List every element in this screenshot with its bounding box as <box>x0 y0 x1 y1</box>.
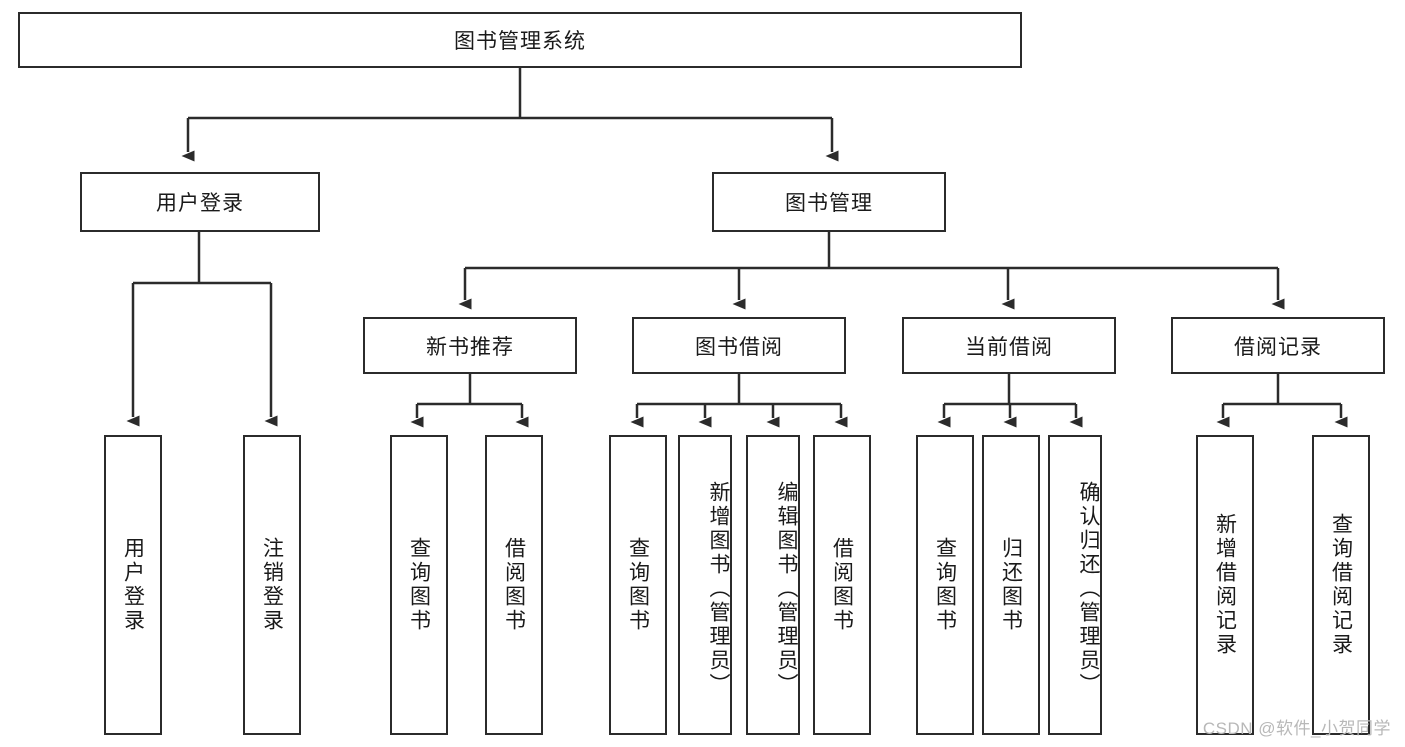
leaf-logout-label: 注销登录 <box>260 537 284 633</box>
leaf-add-book-label: 新增图书（管理员） <box>707 481 730 697</box>
node-current-borrow-label: 当前借阅 <box>965 335 1053 359</box>
leaf-query-record[interactable]: 查询借阅记录 <box>1312 435 1370 735</box>
leaf-query-record-label: 查询借阅记录 <box>1329 513 1353 657</box>
leaf-query-book-1[interactable]: 查询图书 <box>390 435 448 735</box>
leaf-borrow-book-2-label: 借阅图书 <box>830 537 854 633</box>
leaf-return-book[interactable]: 归还图书 <box>982 435 1040 735</box>
leaf-return-book-label: 归还图书 <box>999 537 1023 633</box>
leaf-add-book[interactable]: 新增图书（管理员） <box>678 435 732 735</box>
node-book-manage[interactable]: 图书管理 <box>712 172 946 232</box>
leaf-query-book-2-label: 查询图书 <box>626 537 650 633</box>
leaf-confirm-return-label: 确认归还（管理员） <box>1077 481 1100 697</box>
leaf-confirm-return[interactable]: 确认归还（管理员） <box>1048 435 1102 735</box>
leaf-add-record-label: 新增借阅记录 <box>1213 513 1237 657</box>
node-user-login-label: 用户登录 <box>156 192 244 215</box>
leaf-borrow-book-1[interactable]: 借阅图书 <box>485 435 543 735</box>
node-new-book-rec-label: 新书推荐 <box>426 335 514 359</box>
leaf-borrow-book-1-label: 借阅图书 <box>502 537 526 633</box>
node-book-manage-label: 图书管理 <box>785 192 873 215</box>
leaf-user-login[interactable]: 用户登录 <box>104 435 162 735</box>
node-borrow-record[interactable]: 借阅记录 <box>1171 317 1385 374</box>
node-user-login[interactable]: 用户登录 <box>80 172 320 232</box>
node-borrow-record-label: 借阅记录 <box>1234 335 1322 359</box>
leaf-add-record[interactable]: 新增借阅记录 <box>1196 435 1254 735</box>
leaf-logout[interactable]: 注销登录 <box>243 435 301 735</box>
leaf-borrow-book-2[interactable]: 借阅图书 <box>813 435 871 735</box>
node-current-borrow[interactable]: 当前借阅 <box>902 317 1116 374</box>
node-new-book-rec[interactable]: 新书推荐 <box>363 317 577 374</box>
leaf-query-book-1-label: 查询图书 <box>407 537 431 633</box>
leaf-query-book-3-label: 查询图书 <box>933 537 957 633</box>
node-root[interactable]: 图书管理系统 <box>18 12 1022 68</box>
leaf-edit-book[interactable]: 编辑图书（管理员） <box>746 435 800 735</box>
leaf-query-book-2[interactable]: 查询图书 <box>609 435 667 735</box>
watermark-text: CSDN @软件_小贺同学 <box>1202 719 1391 738</box>
node-root-label: 图书管理系统 <box>454 30 586 53</box>
node-book-borrow-label: 图书借阅 <box>695 335 783 359</box>
node-book-borrow[interactable]: 图书借阅 <box>632 317 846 374</box>
leaf-query-book-3[interactable]: 查询图书 <box>916 435 974 735</box>
leaf-user-login-label: 用户登录 <box>121 537 145 633</box>
leaf-edit-book-label: 编辑图书（管理员） <box>775 481 798 697</box>
